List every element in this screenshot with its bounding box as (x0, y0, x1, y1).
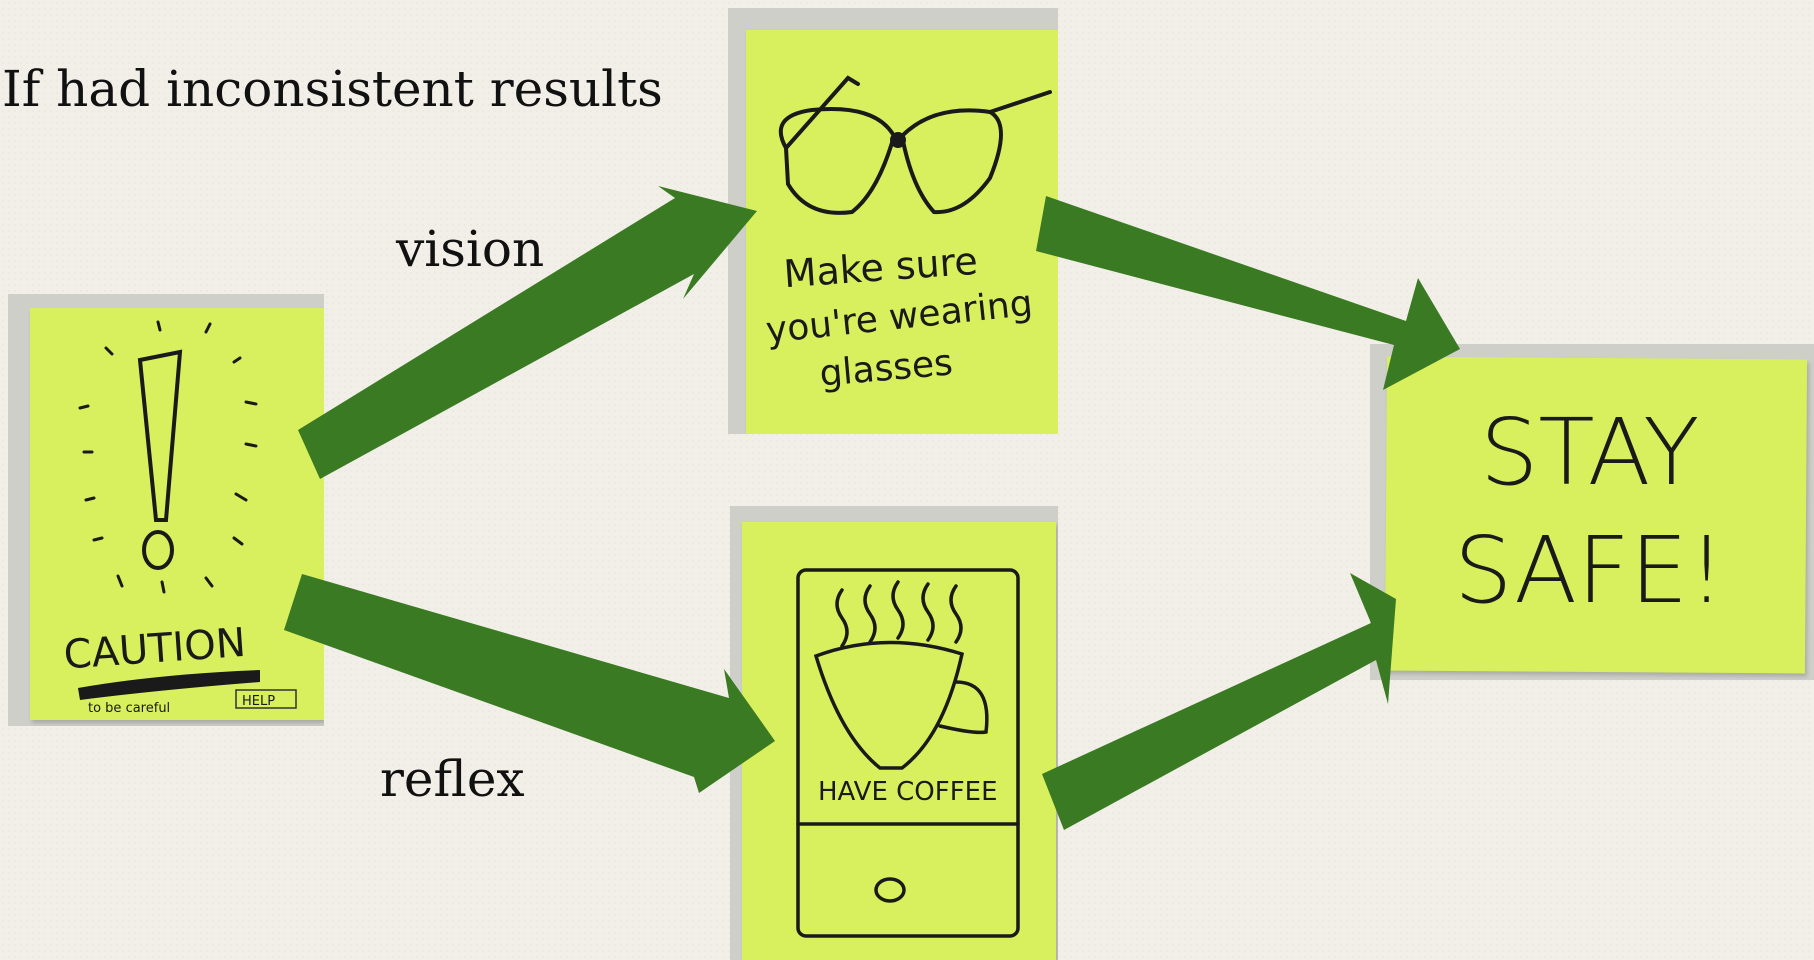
glasses-line3: glasses (818, 342, 954, 394)
coffee-note-photo: HAVE COFFEE (730, 506, 1058, 960)
glasses-sketch: Make sure you're wearing glasses (764, 75, 1052, 395)
exclamation-dot-icon (142, 530, 174, 570)
safe-note-photo: STAY SAFE! (1370, 344, 1814, 680)
caution-note-photo: CAUTION to be careful HELP (8, 294, 324, 726)
branch-label-vision: vision (396, 220, 545, 278)
arrow-caution-to-coffee (284, 574, 775, 793)
glasses-line1: Make sure (782, 239, 979, 296)
coffee-cup-icon (796, 568, 1020, 938)
caution-small-box: HELP (242, 694, 275, 709)
branch-label-reflex: reflex (380, 750, 525, 808)
safe-sketch: STAY SAFE! (1454, 399, 1725, 624)
coffee-sketch: HAVE COFFEE (796, 568, 1020, 938)
caution-rays (78, 320, 258, 594)
caution-small-text: to be careful (88, 701, 170, 716)
caution-underline (78, 670, 260, 700)
glasses-note-photo: Make sure you're wearing glasses (728, 8, 1058, 434)
caution-title: CAUTION (62, 620, 247, 679)
coffee-label: HAVE COFFEE (818, 777, 998, 807)
caution-sketch: CAUTION to be careful HELP (62, 320, 297, 716)
glasses-icon (778, 75, 1052, 215)
exclamation-icon (137, 349, 183, 522)
safe-line1: STAY (1480, 399, 1699, 506)
slide-heading: If had inconsistent results (2, 60, 663, 118)
safe-line2: SAFE! (1454, 517, 1725, 624)
arrow-coffee-to-safe (1042, 573, 1396, 830)
